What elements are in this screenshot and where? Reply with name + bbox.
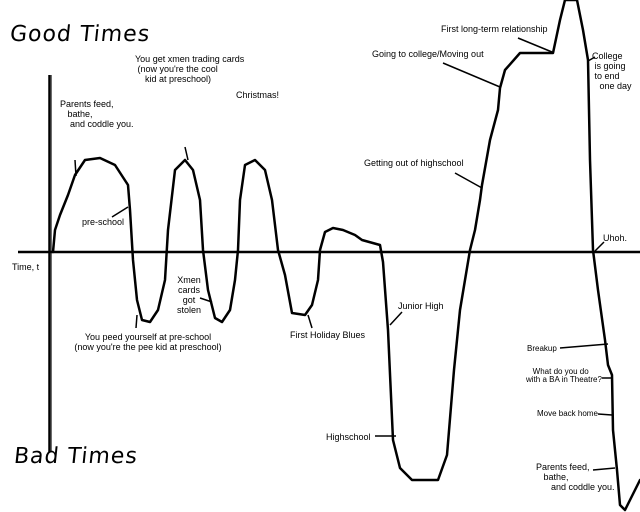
- annotation-breakup: Breakup: [527, 344, 557, 353]
- annotation-ba: What do you do with a BA in Theatre?: [526, 367, 602, 384]
- leader-uhoh: [594, 241, 605, 252]
- annotation-christmas: Christmas!: [236, 90, 280, 100]
- leader-collegeend: [587, 56, 596, 62]
- leader-peed: [135, 314, 138, 329]
- leader-xmen: [184, 146, 189, 161]
- leader-holiday: [307, 314, 313, 329]
- annotation-parents2: Parents feed, bathe, and coddle you.: [536, 462, 615, 492]
- annotation-college: Going to college/Moving out: [372, 49, 484, 59]
- leader-stolen: [199, 297, 213, 303]
- leader-breakup: [559, 343, 609, 349]
- leader-lines: [74, 37, 616, 471]
- leader-preschool: [111, 206, 129, 218]
- annotation-relationship: First long-term relationship: [441, 24, 548, 34]
- good-times-label: Good Times: [8, 22, 152, 47]
- annotation-xmen: You get xmen trading cards (now you're t…: [135, 54, 245, 84]
- leader-college: [442, 62, 501, 88]
- leader-getout: [454, 172, 483, 189]
- series-line-life: [51, 0, 640, 512]
- bad-times-label: Bad Times: [12, 444, 140, 469]
- leader-home: [597, 413, 613, 416]
- annotation-home: Move back home: [537, 409, 598, 418]
- annotation-holiday: First Holiday Blues: [290, 330, 366, 340]
- leader-parents1: [74, 159, 77, 177]
- annotation-highschool: Highschool: [326, 432, 371, 442]
- annotation-uhoh: Uhoh.: [603, 233, 628, 243]
- x-axis-label: Time, t: [12, 262, 40, 272]
- annotation-parents1: Parents feed, bathe, and coddle you.: [60, 99, 134, 129]
- annotation-getout: Getting out of highschool: [364, 158, 464, 168]
- leader-parents2: [592, 467, 616, 471]
- annotation-junior: Junior High: [398, 301, 444, 311]
- leader-relationship: [517, 37, 553, 53]
- leader-junior: [389, 311, 403, 326]
- annotation-stolen: Xmen cards got stolen: [176, 275, 202, 315]
- annotation-peed: You peed yourself at pre-school (now you…: [74, 332, 222, 352]
- annotation-collegeend: College is going to end one day: [592, 51, 632, 91]
- annotation-preschool: pre-school: [82, 217, 125, 227]
